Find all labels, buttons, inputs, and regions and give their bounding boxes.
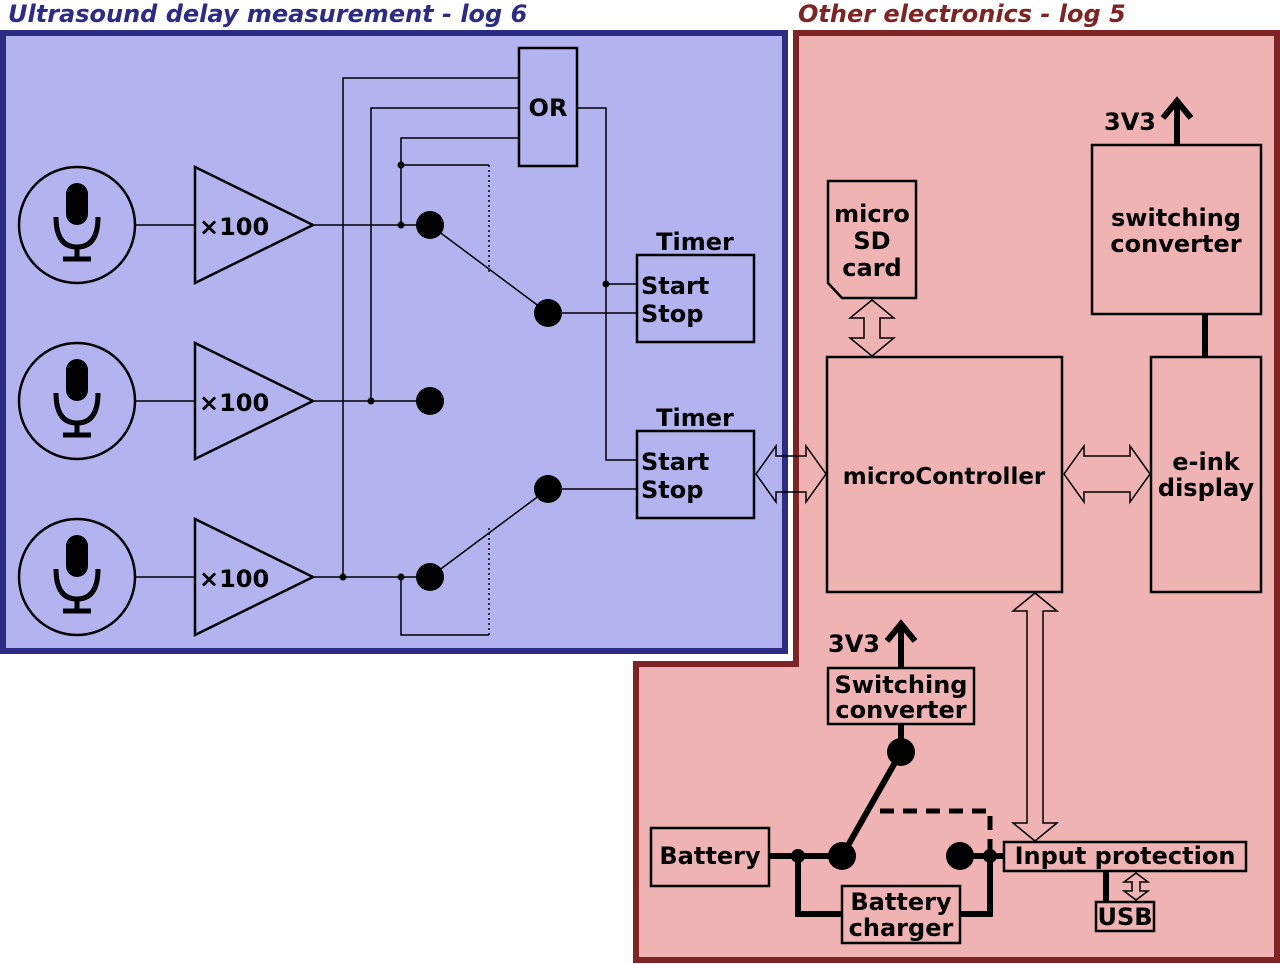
- ultrasound-region-title: Ultrasound delay measurement - log 6: [8, 0, 527, 28]
- svg-text:SD: SD: [853, 227, 890, 255]
- amplifier-gain-label: ×100: [199, 213, 269, 241]
- amplifier-1: ×100: [193, 164, 316, 286]
- bottom-switching-converter: Switching converter: [826, 666, 976, 726]
- timer-stop-label: Stop: [641, 300, 703, 328]
- rail-label: 3V3: [828, 630, 880, 658]
- or-gate: OR: [517, 46, 579, 168]
- svg-text:Input protection: Input protection: [1015, 842, 1236, 870]
- electronics-region-title: Other electronics - log 5: [798, 0, 1126, 28]
- timer-start-label: Start: [641, 448, 709, 476]
- svg-text:switching: switching: [1111, 204, 1241, 232]
- usb-port: USB: [1094, 900, 1156, 933]
- rail-label: 3V3: [1104, 108, 1156, 136]
- electronics-region: [633, 30, 1280, 963]
- svg-text:e-ink: e-ink: [1172, 448, 1241, 476]
- timer-1: Timer Start Stop: [635, 228, 756, 344]
- svg-text:Battery: Battery: [659, 842, 761, 870]
- top-3v3-rail: 3V3: [1104, 96, 1194, 145]
- svg-text:Switching: Switching: [835, 671, 968, 699]
- svg-text:charger: charger: [849, 914, 954, 942]
- timer-start-label: Start: [641, 272, 709, 300]
- svg-text:card: card: [842, 254, 901, 282]
- svg-text:display: display: [1158, 474, 1255, 502]
- microcontroller: microController: [825, 355, 1064, 594]
- svg-text:USB: USB: [1097, 903, 1152, 931]
- timer-title: Timer: [656, 404, 734, 432]
- amplifier-2: ×100: [193, 340, 316, 462]
- input-protection: Input protection: [1002, 840, 1248, 873]
- battery-charger: Battery charger: [840, 884, 962, 945]
- svg-text:converter: converter: [835, 696, 966, 724]
- svg-text:converter: converter: [1110, 230, 1241, 258]
- top-switching-converter: switching converter: [1090, 143, 1263, 316]
- amplifier-gain-label: ×100: [199, 389, 269, 417]
- timer-2: Timer Start Stop: [635, 404, 756, 520]
- timer-title: Timer: [656, 228, 734, 256]
- svg-text:Battery: Battery: [850, 888, 952, 916]
- svg-text:micro: micro: [834, 200, 910, 228]
- or-gate-label: OR: [529, 94, 568, 122]
- usb-bus-arrow: [1121, 872, 1151, 901]
- bottom-3v3-rail: 3V3: [828, 619, 918, 668]
- micro-sd-card: micro SD card: [826, 179, 918, 300]
- timer-stop-label: Stop: [641, 476, 703, 504]
- microcontroller-label: microController: [843, 464, 1046, 490]
- amplifier-gain-label: ×100: [199, 565, 269, 593]
- amplifier-3: ×100: [193, 516, 316, 638]
